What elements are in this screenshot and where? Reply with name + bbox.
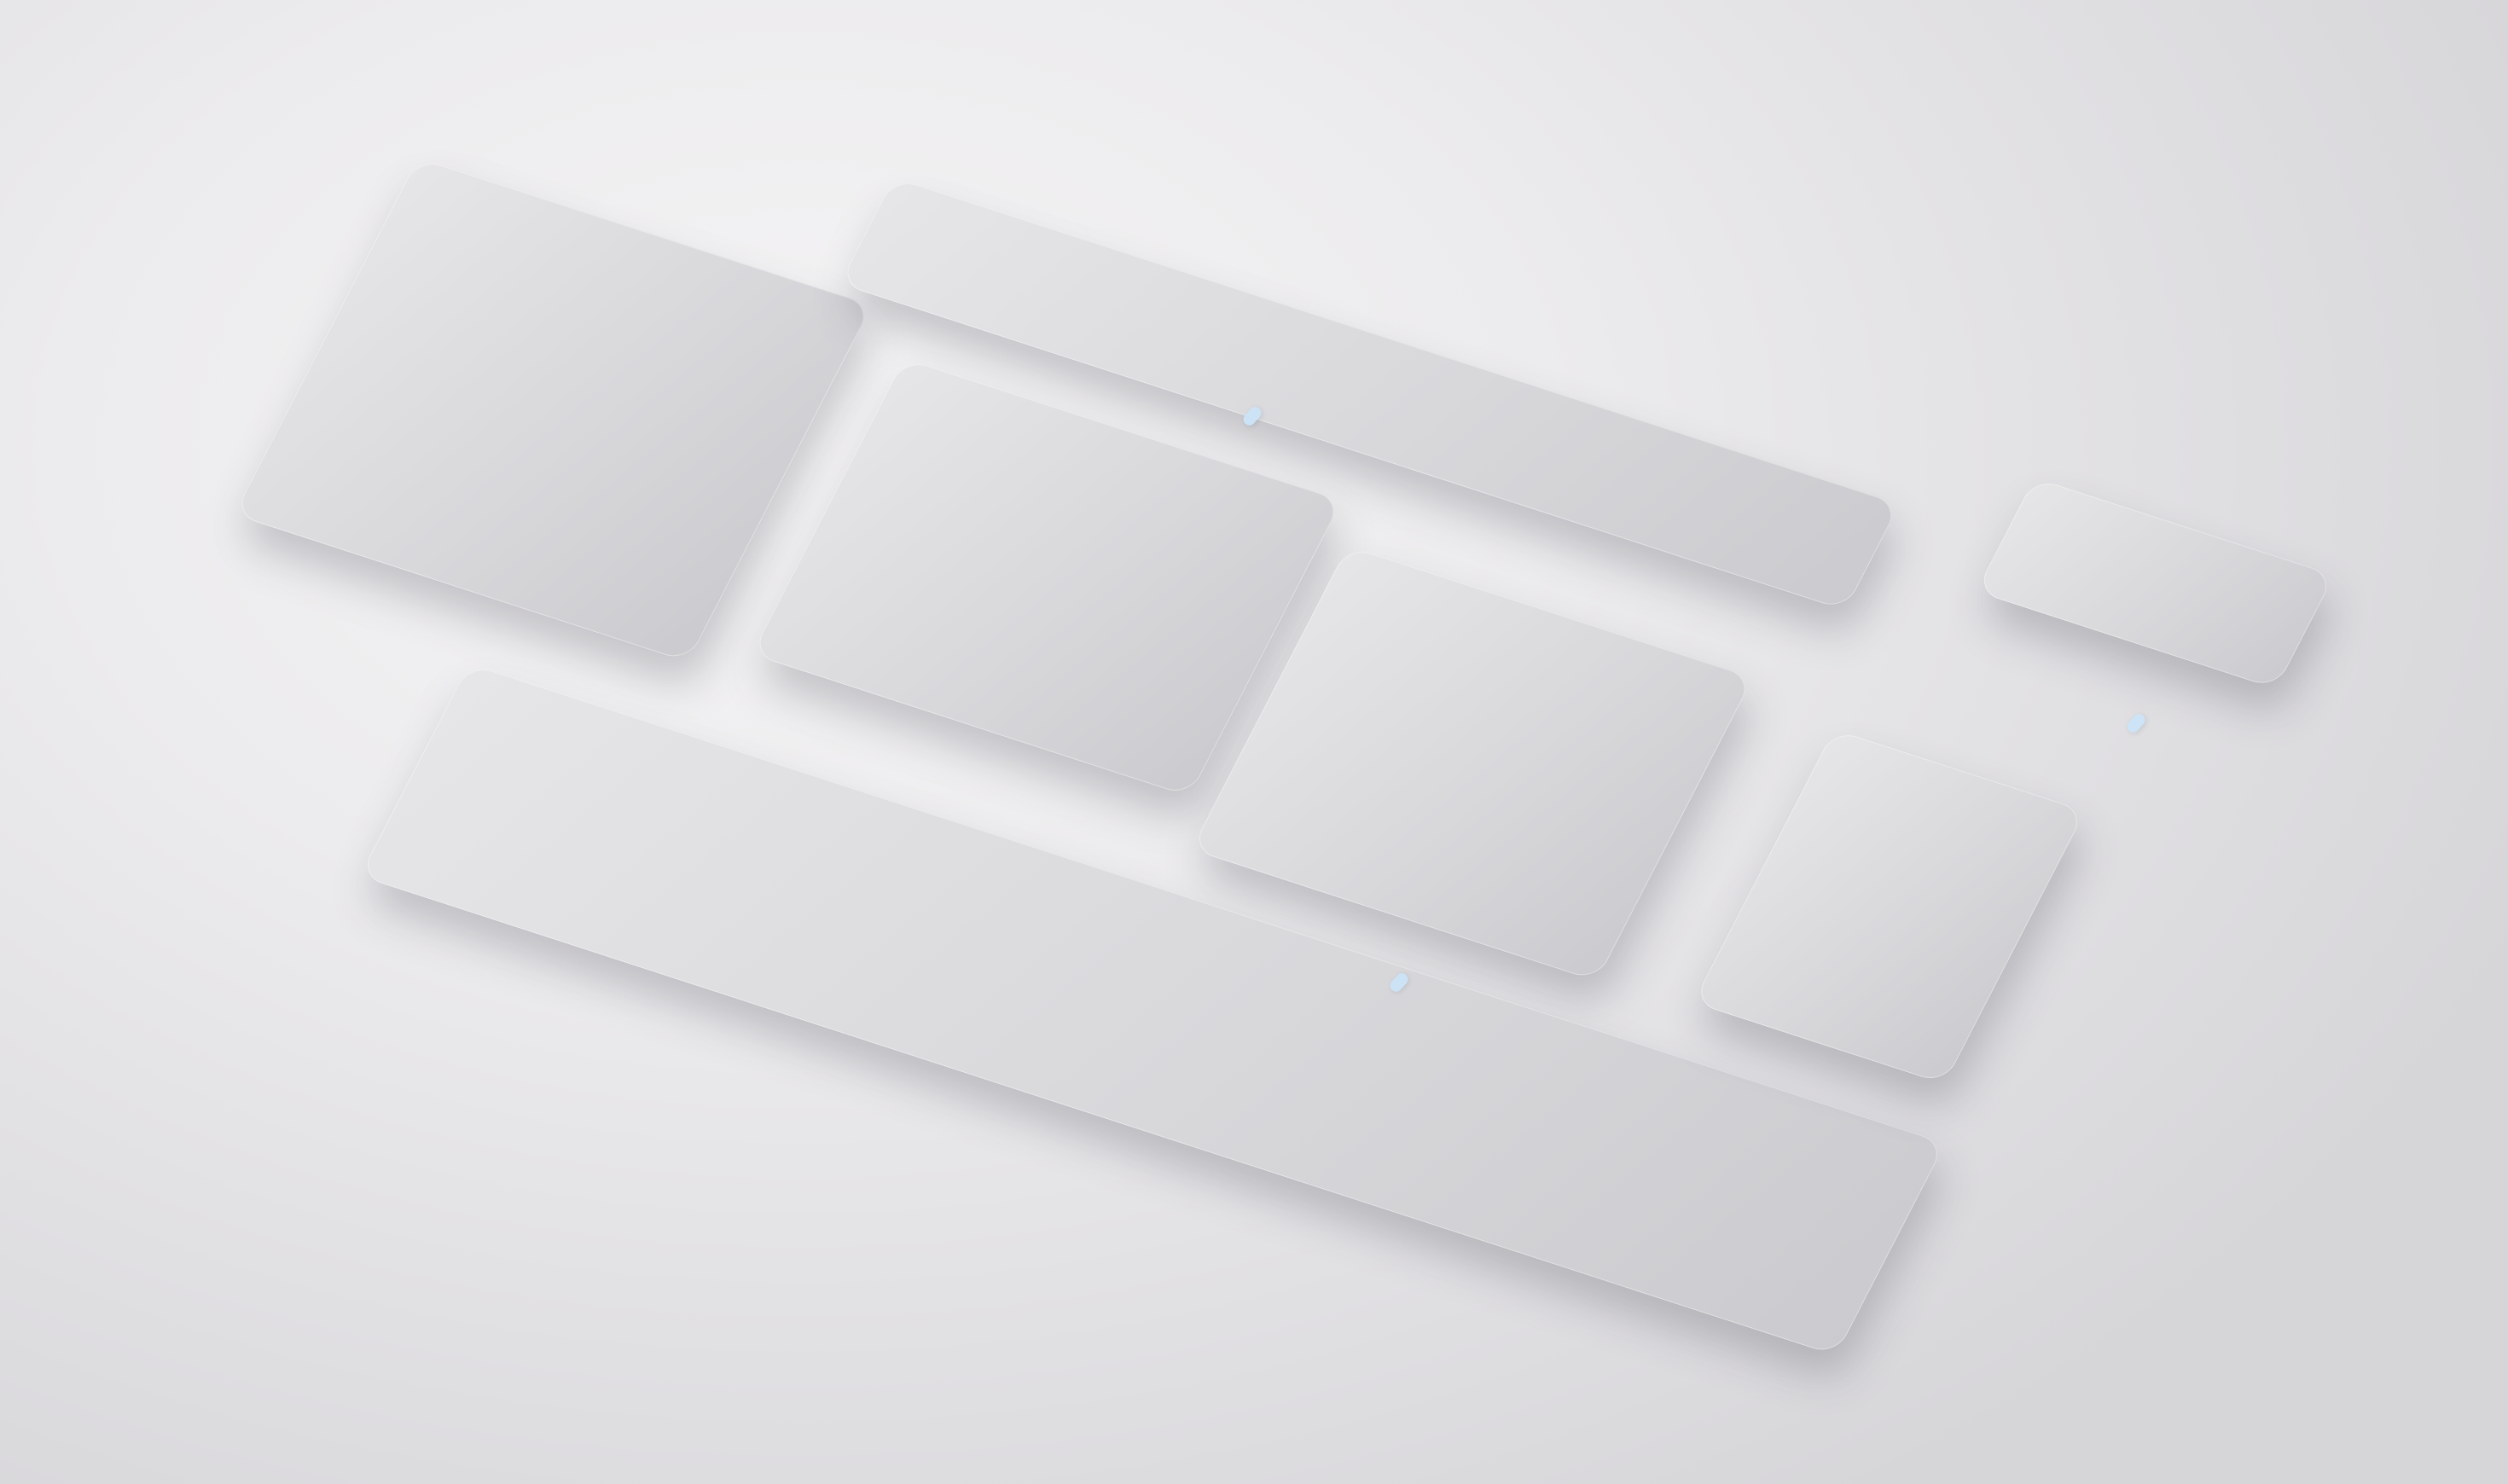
aidc-power-diagram-canvas <box>0 0 2508 1484</box>
scene-illustrations <box>0 0 2508 1484</box>
